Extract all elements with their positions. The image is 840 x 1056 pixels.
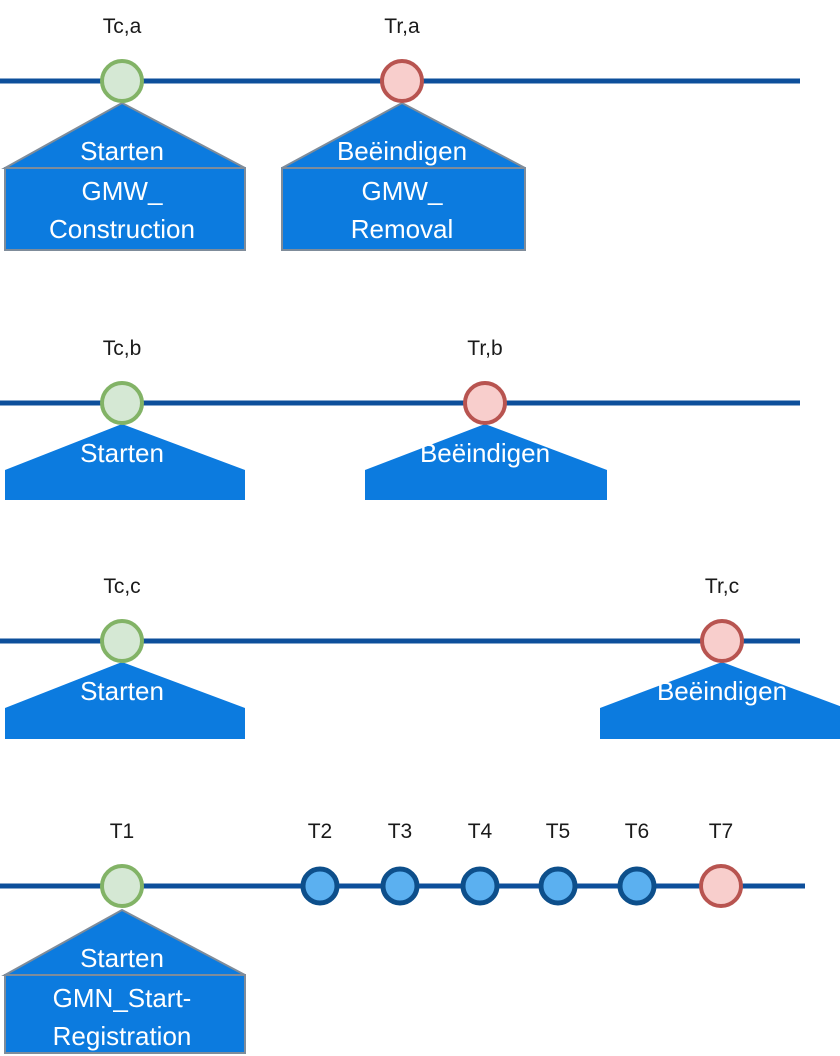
start-marker-icon[interactable]: [100, 864, 144, 908]
timeline-marker-t4[interactable]: T4: [460, 820, 500, 906]
shape-body-box: [4, 974, 246, 1054]
timeline-marker-tr-c[interactable]: Tr,c: [700, 575, 744, 663]
marker-label-tr-c: Tr,c: [705, 575, 739, 598]
shape-roof: [5, 662, 245, 739]
timeline-marker-t5[interactable]: T5: [538, 820, 578, 906]
end-marker-icon[interactable]: [380, 59, 424, 103]
shape-heading-label: Beëindigen: [657, 676, 787, 706]
event-shape-starten-c[interactable]: Starten: [5, 662, 245, 739]
event-marker-icon[interactable]: [300, 866, 340, 906]
shape-body-label: Removal: [351, 214, 454, 244]
shape-body-label: Construction: [49, 214, 195, 244]
shape-heading-label: Beëindigen: [337, 136, 467, 166]
event-shape-beeindigen-c[interactable]: Beëindigen: [600, 662, 840, 739]
marker-label-t3: T3: [388, 820, 413, 843]
marker-label-t2: T2: [308, 820, 333, 843]
event-marker-icon[interactable]: [538, 866, 578, 906]
end-marker-icon[interactable]: [700, 619, 744, 663]
end-marker-icon[interactable]: [463, 381, 507, 425]
shape-body-label: GMN_Start-: [53, 983, 192, 1013]
timeline-marker-t6[interactable]: T6: [617, 820, 657, 906]
event-marker-icon[interactable]: [380, 866, 420, 906]
event-shape-beeindigen-b[interactable]: Beëindigen: [365, 424, 607, 500]
timeline-marker-t3[interactable]: T3: [380, 820, 420, 906]
timeline-row-row-c: Starten Beëindigen Tc,c Tr,c: [0, 575, 840, 739]
start-marker-icon[interactable]: [100, 381, 144, 425]
shape-heading-label: Starten: [80, 438, 164, 468]
timeline-marker-t2[interactable]: T2: [300, 820, 340, 906]
timeline-marker-tr-a[interactable]: Tr,a: [380, 15, 424, 103]
event-marker-icon[interactable]: [460, 866, 500, 906]
timeline-marker-tc-b[interactable]: Tc,b: [100, 337, 144, 425]
shape-body-box: [4, 167, 246, 251]
marker-label-tr-b: Tr,b: [467, 337, 502, 360]
shape-heading-label: Starten: [80, 136, 164, 166]
shape-body-box: [281, 167, 526, 251]
event-shape-starten-b[interactable]: Starten: [5, 424, 245, 500]
shape-heading-label: Beëindigen: [420, 438, 550, 468]
marker-label-tc-c: Tc,c: [103, 575, 140, 598]
shape-roof: [600, 662, 840, 739]
shape-body-label: GMW_: [362, 176, 443, 206]
start-marker-icon[interactable]: [100, 59, 144, 103]
end-marker-icon[interactable]: [699, 864, 743, 908]
event-marker-icon[interactable]: [617, 866, 657, 906]
marker-label-t1: T1: [110, 820, 135, 843]
marker-label-tc-a: Tc,a: [103, 15, 142, 38]
timeline-marker-tc-c[interactable]: Tc,c: [100, 575, 144, 663]
shape-heading-label: Starten: [80, 676, 164, 706]
timeline-marker-t7[interactable]: T7: [699, 820, 743, 908]
timeline-marker-tc-a[interactable]: Tc,a: [100, 15, 144, 103]
marker-label-t5: T5: [546, 820, 571, 843]
timeline-marker-tr-b[interactable]: Tr,b: [463, 337, 507, 425]
start-marker-icon[interactable]: [100, 619, 144, 663]
shape-roof: [5, 424, 245, 500]
timeline-row-row-b: Starten Beëindigen Tc,b Tr,b: [0, 337, 800, 500]
marker-label-t4: T4: [468, 820, 493, 843]
marker-label-tr-a: Tr,a: [384, 15, 420, 38]
marker-label-t6: T6: [625, 820, 650, 843]
shape-body-label: Registration: [53, 1021, 192, 1051]
shape-heading-label: Starten: [80, 943, 164, 973]
marker-label-t7: T7: [709, 820, 734, 843]
shape-body-label: GMW_: [82, 176, 163, 206]
marker-label-tc-b: Tc,b: [103, 337, 142, 360]
timeline-marker-t1[interactable]: T1: [100, 820, 144, 908]
shape-roof: [365, 424, 607, 500]
